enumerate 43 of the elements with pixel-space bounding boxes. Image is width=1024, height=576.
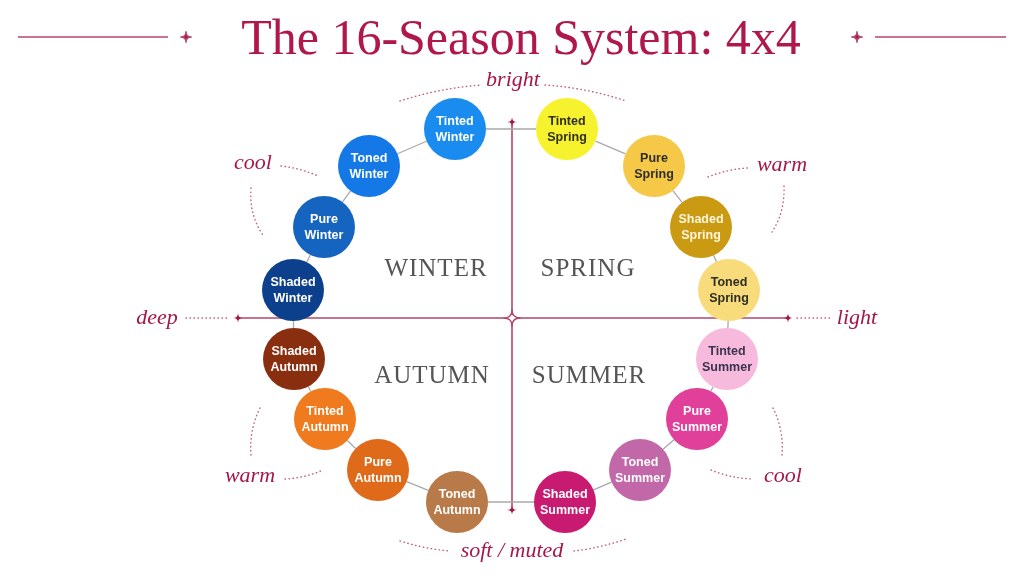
season-name: Shaded Autumn: [270, 342, 318, 376]
season-name: Pure Autumn: [354, 453, 402, 487]
color-circle: [666, 388, 728, 450]
axis-label: warm: [224, 462, 276, 488]
axis-label: soft / muted: [460, 537, 564, 563]
connector-line: [306, 254, 311, 263]
axis-label: cool: [234, 149, 272, 175]
season-name: Tinted Summer: [702, 342, 752, 376]
season-name: Pure Summer: [672, 402, 722, 436]
season-name: Toned Winter: [349, 149, 389, 183]
season-name: Pure Spring: [634, 149, 674, 183]
color-circle: [294, 388, 356, 450]
connector-line: [406, 481, 429, 491]
season-name: Shaded Summer: [540, 485, 590, 519]
season-name: Shaded Spring: [678, 210, 724, 244]
connector-line: [727, 320, 729, 329]
quadrant-label: SPRING: [540, 254, 636, 282]
axis-label: warm: [756, 151, 808, 177]
season-name: Shaded Winter: [270, 273, 316, 307]
axis-label: bright: [486, 66, 540, 92]
season-name: Tinted Spring: [547, 112, 587, 146]
season-name: Toned Spring: [709, 273, 749, 307]
connector-line: [396, 140, 428, 155]
connector-line: [662, 439, 675, 450]
season-name: Tinted Winter: [435, 112, 475, 146]
connector-line: [594, 140, 627, 155]
quadrant-label: SUMMER: [531, 361, 647, 389]
season-name: Tinted Autumn: [301, 402, 349, 436]
connector-line: [592, 481, 613, 491]
color-circle: [609, 439, 671, 501]
title: The 16-Season System: 4x4: [241, 9, 801, 65]
axis-label: cool: [764, 462, 802, 488]
season-name: Toned Autumn: [433, 485, 481, 519]
connector-line: [710, 386, 714, 392]
connector-line: [487, 501, 535, 503]
connector-line: [307, 385, 312, 393]
axis-label: deep: [136, 304, 178, 330]
axis-label: light: [836, 304, 878, 330]
season-name: Toned Summer: [615, 453, 665, 487]
connector-line: [485, 128, 537, 130]
quadrant-label: WINTER: [384, 254, 488, 282]
season-name: Pure Winter: [304, 210, 344, 244]
quadrant-label: AUTUMN: [374, 361, 490, 389]
